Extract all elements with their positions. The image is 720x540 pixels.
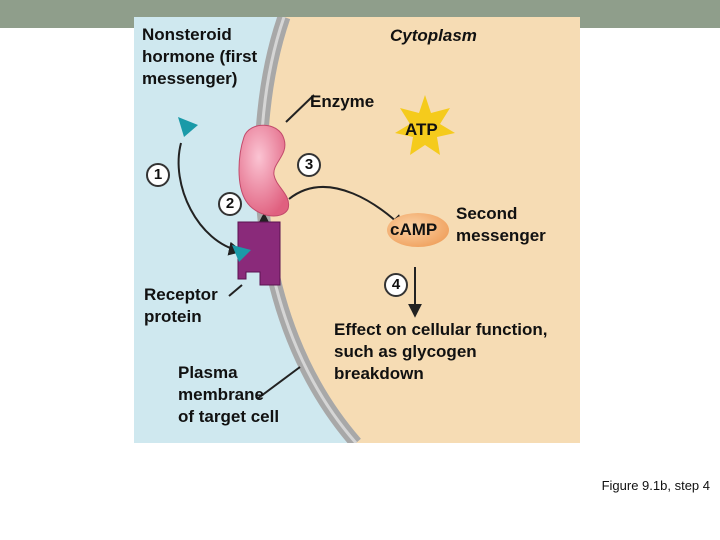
arrow-atp-conversion — [288, 186, 404, 229]
enzyme-label: Enzyme — [310, 92, 375, 111]
step-3-marker: 3 — [297, 153, 321, 177]
cytoplasm-label: Cytoplasm — [390, 26, 477, 45]
hormone-molecule — [178, 117, 198, 137]
camp-oval — [387, 213, 449, 247]
receptor-protein — [237, 221, 281, 286]
bound-hormone — [232, 245, 251, 262]
figure-caption: Figure 9.1b, step 4 — [601, 478, 710, 493]
atp-label: ATP — [405, 120, 438, 139]
step-4-marker: 4 — [384, 273, 408, 297]
enzyme-leader-line — [285, 94, 315, 123]
membrane-leader-line — [256, 366, 301, 400]
effect-label: Effect on cellular function,such as glyc… — [334, 320, 548, 383]
step-1-marker: 1 — [146, 163, 170, 187]
receptor-leader-line — [228, 284, 243, 297]
enzyme — [238, 124, 290, 217]
camp-label: cAMP — [390, 220, 438, 239]
step-2-marker: 2 — [218, 192, 242, 216]
diagram-graphics — [134, 17, 580, 443]
atp-burst — [395, 95, 455, 155]
arrow-hormone-binding — [177, 142, 243, 256]
